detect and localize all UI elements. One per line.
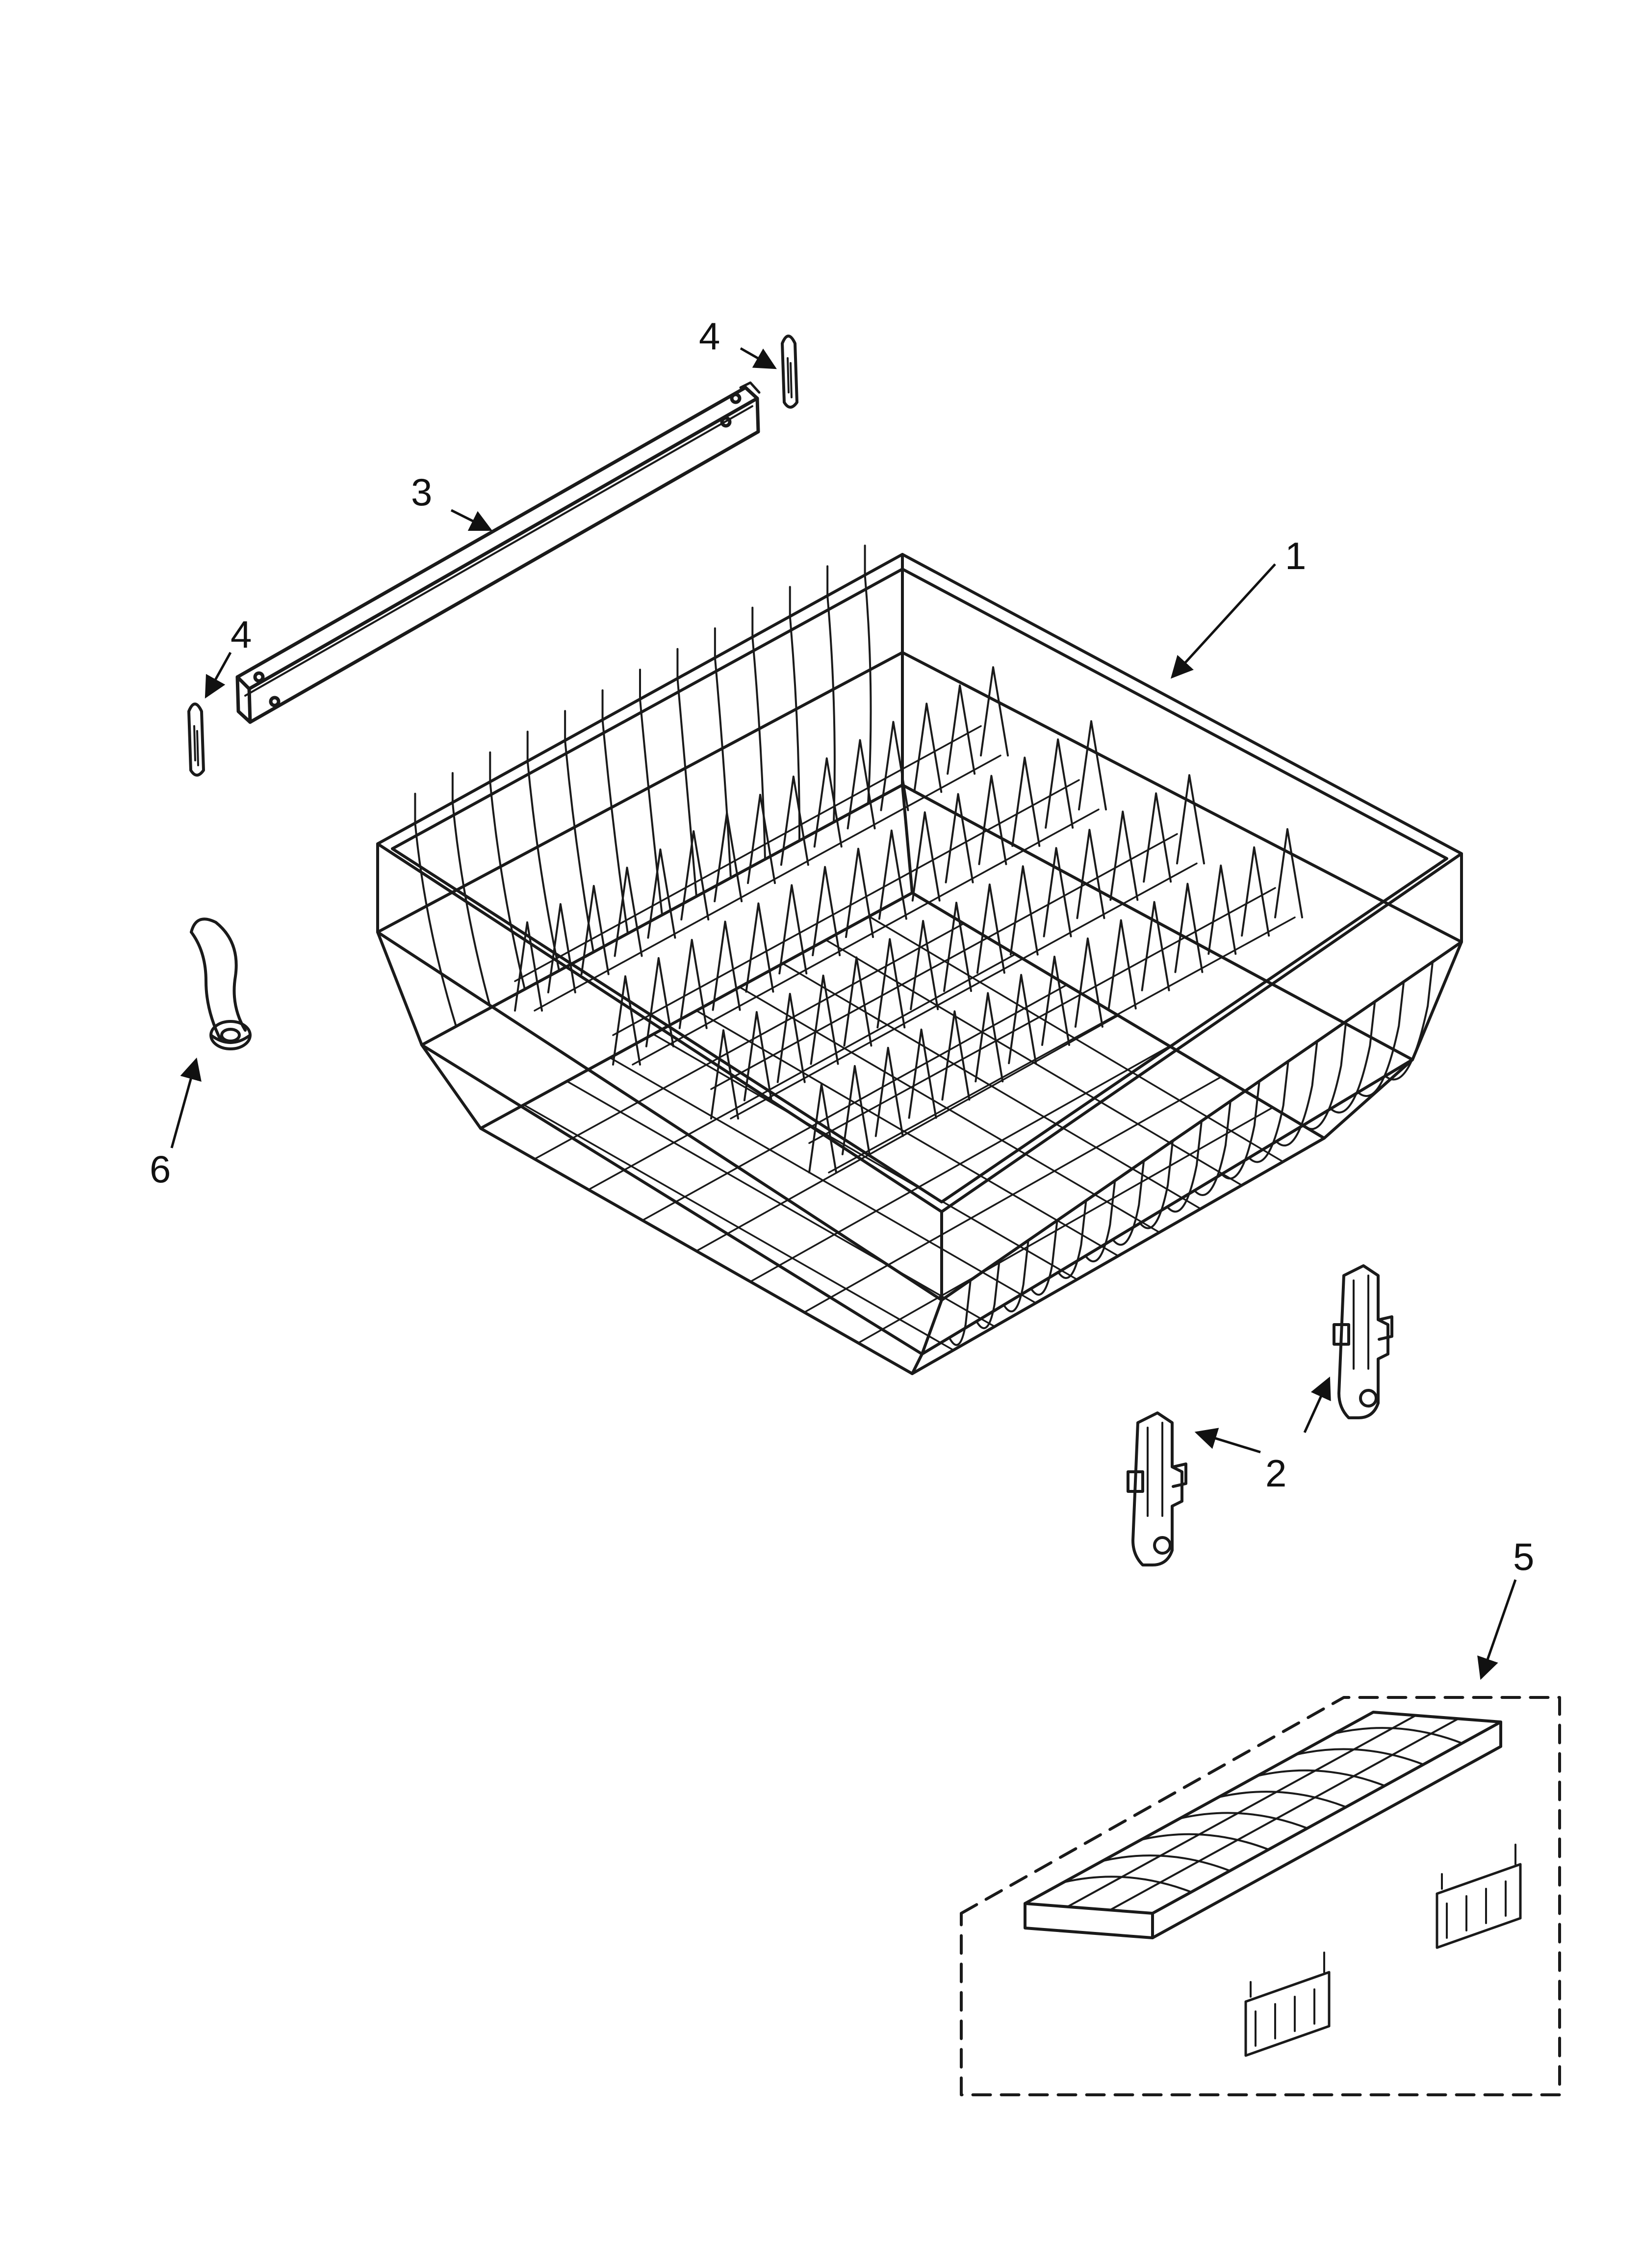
callout-2: 2 xyxy=(1265,1452,1286,1495)
callout-4-left: 4 xyxy=(231,613,252,656)
tray-kit-box xyxy=(960,1696,1561,2096)
leader-2b xyxy=(1303,1376,1331,1434)
callout-5: 5 xyxy=(1513,1535,1534,1578)
leader-2a xyxy=(1194,1428,1261,1454)
end-cap-left xyxy=(187,703,205,777)
leader-lines xyxy=(170,347,1517,1680)
leader-6 xyxy=(170,1057,202,1148)
rail-part xyxy=(235,381,761,724)
tray-kit-tray xyxy=(1024,1711,1502,1939)
tray-kit-clip-b xyxy=(1436,1844,1522,1949)
leader-4b xyxy=(205,652,232,699)
leader-1 xyxy=(1170,563,1276,679)
tray-kit-clip-a xyxy=(1244,1952,1331,2057)
rack-adjuster-part-b xyxy=(1333,1264,1393,1419)
callout-4-top: 4 xyxy=(699,314,720,358)
spray-nozzle-part xyxy=(190,917,252,1050)
leader-4a xyxy=(740,347,777,369)
callout-6: 6 xyxy=(150,1147,171,1191)
rack-adjuster-part-a xyxy=(1127,1411,1187,1566)
upper-rack-part xyxy=(376,545,1463,1375)
callout-3: 3 xyxy=(411,470,432,514)
callout-1: 1 xyxy=(1285,534,1306,577)
end-cap-top xyxy=(781,335,798,409)
leader-3 xyxy=(450,509,493,531)
leader-5 xyxy=(1477,1579,1517,1680)
